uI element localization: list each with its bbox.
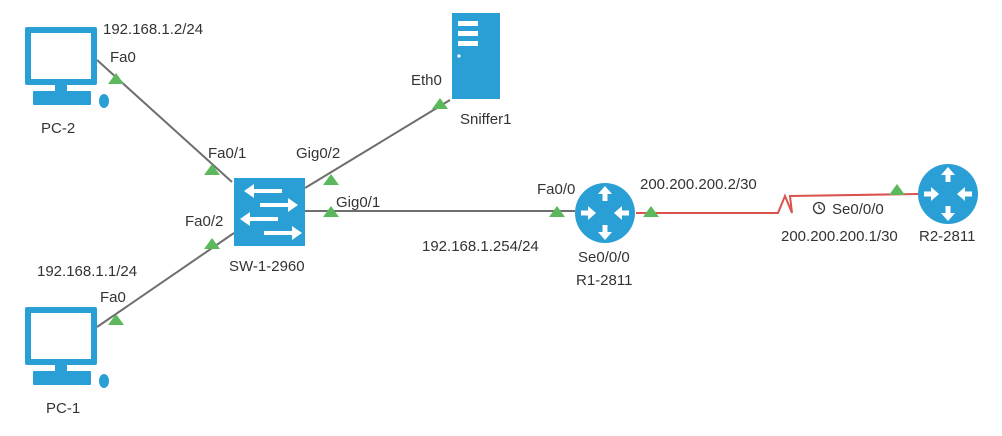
pc2-port-label: Fa0 <box>110 49 136 66</box>
desktop-pc-icon <box>25 27 109 108</box>
sniffer-name-label: Sniffer1 <box>460 111 511 128</box>
r2-2811-device[interactable] <box>918 164 978 224</box>
r1-lan-ip-label: 192.168.1.254/24 <box>422 238 539 255</box>
pc1-ip-label: 192.168.1.1/24 <box>37 263 137 280</box>
serial-link-r1-r2[interactable] <box>636 193 919 214</box>
sw-gig01-label: Gig0/1 <box>336 194 380 211</box>
sniffer-port-label: Eth0 <box>411 72 442 89</box>
server-icon <box>452 13 500 99</box>
port-up-triangle-r2-se000 <box>889 184 905 195</box>
r2-se000-label: Se0/0/0 <box>832 201 884 218</box>
sniffer1-device[interactable] <box>452 13 500 99</box>
sw-name-label: SW-1-2960 <box>229 258 305 275</box>
port-up-triangle-sw-gig01 <box>323 206 339 217</box>
sw-1-2960-device[interactable] <box>234 178 305 246</box>
pc1-port-label: Fa0 <box>100 289 126 306</box>
r2-name-label: R2-2811 <box>919 228 975 245</box>
router-icon <box>918 164 978 224</box>
port-up-triangle-sw-gig02 <box>323 174 339 185</box>
r2-serial-ip-label: 200.200.200.1/30 <box>781 228 898 245</box>
port-up-triangle-sw-fa01 <box>204 164 220 175</box>
r1-name-label: R1-2811 <box>576 272 632 289</box>
port-up-triangle-r1-se000 <box>643 206 659 217</box>
router-icon <box>575 183 635 243</box>
r1-serial-ip-label: 200.200.200.2/30 <box>640 176 757 193</box>
pc1-name-label: PC-1 <box>46 400 80 417</box>
port-up-triangle-pc2-fa0 <box>108 73 124 84</box>
pc-2-device[interactable] <box>25 27 109 108</box>
sw-fa01-label: Fa0/1 <box>208 145 246 162</box>
r1-fa00-label: Fa0/0 <box>537 181 575 198</box>
port-up-triangle-sniffer-eth0 <box>432 98 448 109</box>
port-up-triangle-sw-fa02 <box>204 238 220 249</box>
r1-se000-label: Se0/0/0 <box>578 249 630 266</box>
port-up-triangle-pc1-fa0 <box>108 314 124 325</box>
pc-1-device[interactable] <box>25 307 109 388</box>
link-sniffer-switch[interactable] <box>304 99 451 189</box>
desktop-pc-icon <box>25 307 109 388</box>
clock-icon <box>812 201 826 215</box>
pc2-ip-label: 192.168.1.2/24 <box>103 21 203 38</box>
switch-icon <box>234 178 305 246</box>
pc2-name-label: PC-2 <box>41 120 75 137</box>
sw-fa02-label: Fa0/2 <box>185 213 223 230</box>
port-up-triangle-r1-fa00 <box>549 206 565 217</box>
sw-gig02-label: Gig0/2 <box>296 145 340 162</box>
r1-2811-device[interactable] <box>575 183 635 243</box>
